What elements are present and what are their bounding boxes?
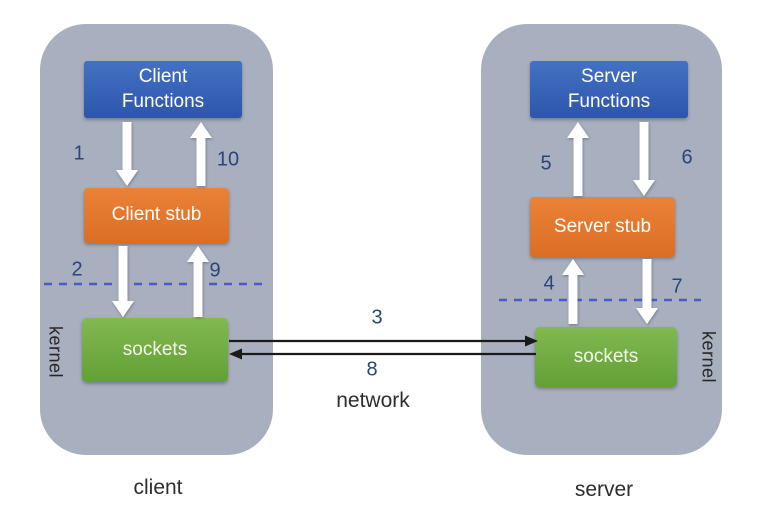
client-caption: client	[133, 476, 183, 499]
client-stub-box: Client stub	[84, 188, 229, 243]
server-stub-box: Server stub	[530, 197, 675, 257]
step1-down-arrow	[116, 122, 138, 186]
server-caption: server	[574, 478, 634, 501]
server-functions-box: Server Functions	[530, 61, 688, 118]
client-functions-label-line2: Functions	[121, 90, 205, 112]
client-sockets-box: sockets	[82, 318, 228, 382]
step5-up-arrow	[567, 122, 589, 196]
step7-number: 7	[671, 275, 683, 298]
step2-number: 2	[71, 258, 83, 281]
step9-up-arrow	[187, 246, 209, 317]
step9-number: 9	[209, 259, 221, 282]
step6-number: 6	[681, 146, 693, 169]
step4-number: 4	[543, 272, 555, 295]
step10-number: 10	[216, 148, 240, 171]
step1-number: 1	[73, 142, 85, 165]
server-stub-label: Server stub	[553, 215, 652, 237]
client-functions-box: Client Functions	[84, 61, 242, 118]
step8-number: 8	[366, 358, 378, 381]
step5-number: 5	[540, 152, 552, 175]
server-kernel-label: kernel	[698, 330, 719, 384]
step10-up-arrow	[190, 122, 212, 186]
client-sockets-label: sockets	[122, 338, 188, 360]
server-sockets-label: sockets	[573, 345, 639, 367]
network-label: network	[336, 389, 410, 412]
server-sockets-box: sockets	[535, 327, 677, 387]
step2-down-arrow	[112, 246, 134, 317]
network-request-arrowhead	[525, 335, 538, 347]
client-functions-label-line1: Client	[138, 65, 188, 87]
network-reply-arrowhead	[229, 348, 242, 360]
server-functions-label-line1: Server	[581, 65, 637, 87]
client-stub-label: Client stub	[111, 204, 202, 226]
step4-up-arrow	[562, 259, 584, 324]
step3-number: 3	[371, 306, 383, 329]
step6-down-arrow	[633, 122, 655, 196]
server-functions-label-line2: Functions	[567, 90, 651, 112]
client-kernel-label: kernel	[45, 325, 66, 379]
step7-down-arrow	[636, 259, 658, 324]
